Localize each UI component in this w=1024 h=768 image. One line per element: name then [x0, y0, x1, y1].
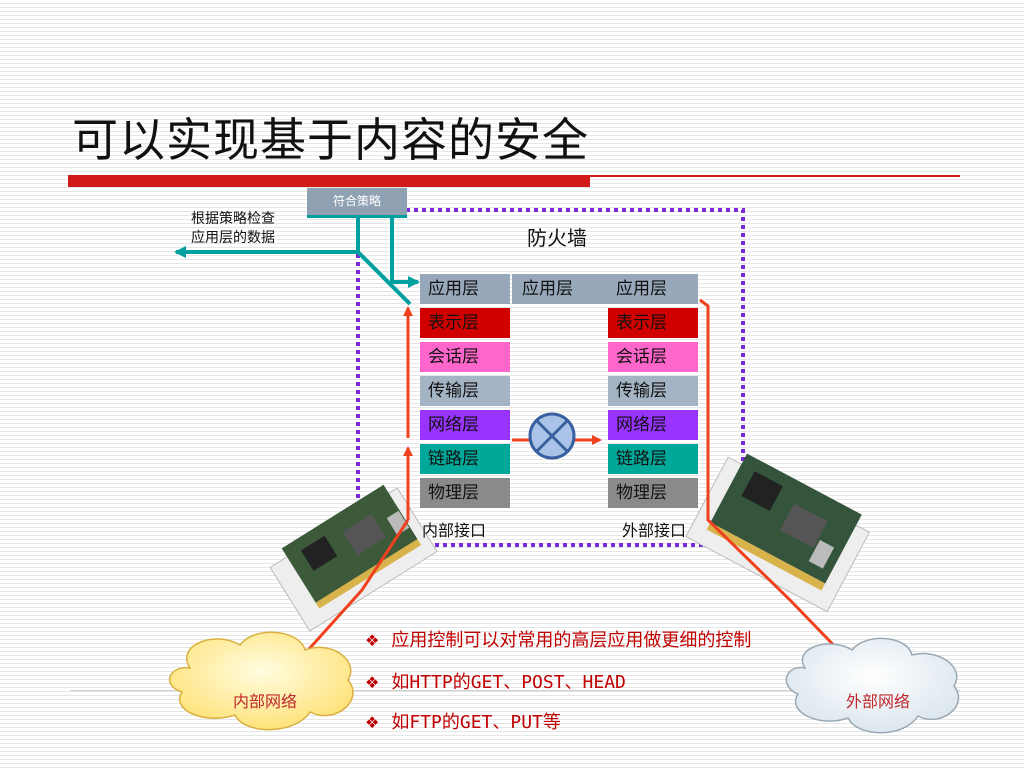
network-card-icon-left: [269, 484, 438, 632]
left-stack-layer: 应用层: [420, 274, 510, 304]
left-stack-layer: 链路层: [420, 444, 510, 474]
cloud-icon-inner: [168, 631, 354, 731]
title-accent-line: [590, 175, 960, 177]
right-stack-layer: 会话层: [608, 342, 698, 372]
left-stack-layer: 传输层: [420, 376, 510, 406]
left-stack-layer: 物理层: [420, 478, 510, 508]
left-stack-layer: 会话层: [420, 342, 510, 372]
left-stack-layer: 网络层: [420, 410, 510, 440]
firewall-boundary: [356, 208, 745, 547]
policy-check-note: 根据策略检查 应用层的数据: [168, 210, 298, 248]
left-stack-layer: 表示层: [420, 308, 510, 338]
title-accent-bar: [68, 175, 590, 187]
bullet-text: 应用控制可以对常用的高层应用做更细的控制: [391, 630, 752, 651]
slide-title: 可以实现基于内容的安全: [72, 113, 589, 167]
bullet-item: ❖ 应用控制可以对常用的高层应用做更细的控制: [365, 626, 751, 652]
proxy-application-layer: 应用层: [512, 274, 608, 304]
bullet-text-mono: FTP的GET、PUT等: [409, 712, 561, 733]
diamond-bullet-icon: ❖: [365, 713, 380, 732]
right-stack-layer: 网络层: [608, 410, 698, 440]
right-stack-layer: 传输层: [608, 376, 698, 406]
bullet-text: 如: [391, 712, 410, 733]
bullet-text-mono: HTTP的GET、POST、HEAD: [409, 672, 626, 693]
right-stack-layer: 物理层: [608, 478, 698, 508]
inner-network-label: 内部网络: [233, 692, 298, 711]
outer-interface-label: 外部接口: [622, 521, 687, 540]
diamond-bullet-icon: ❖: [365, 631, 380, 650]
right-stack-layer: 链路层: [608, 444, 698, 474]
footer-divider: [70, 690, 960, 691]
policy-check-note-line2: 应用层的数据: [191, 230, 275, 246]
right-stack-layer: 表示层: [608, 308, 698, 338]
bullet-item: ❖ 如FTP的GET、PUT等: [365, 708, 561, 734]
outer-network-label: 外部网络: [846, 692, 911, 711]
inner-interface-label: 内部接口: [422, 521, 487, 540]
network-card-icon-right: [685, 453, 871, 613]
x-circle-icon: [528, 412, 576, 460]
firewall-label: 防火墙: [527, 226, 587, 250]
cloud-icon-outer: [785, 637, 960, 734]
bullet-item: ❖ 如HTTP的GET、POST、HEAD: [365, 668, 626, 694]
diamond-bullet-icon: ❖: [365, 673, 380, 692]
bullet-text: 如: [391, 672, 410, 693]
policy-match-box: 符合策略: [307, 188, 407, 218]
right-stack-layer: 应用层: [608, 274, 698, 304]
policy-check-note-line1: 根据策略检查: [191, 211, 275, 227]
